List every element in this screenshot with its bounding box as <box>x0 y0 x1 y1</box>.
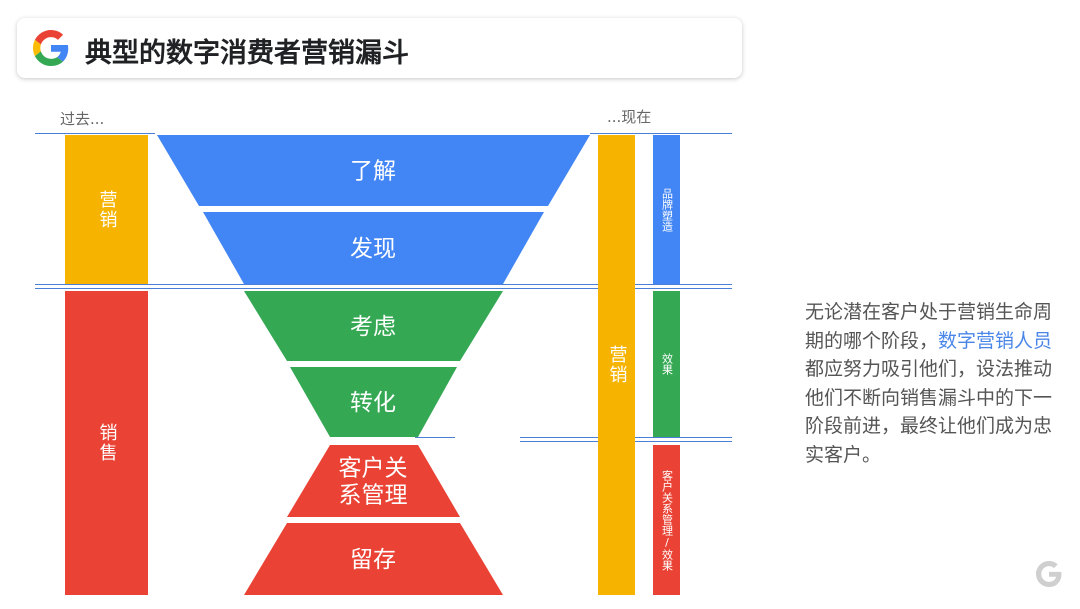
performance-bar: 效果 <box>653 291 680 437</box>
left-sales-bar: 销售 <box>65 291 148 595</box>
funnel-stage-3 <box>244 291 503 361</box>
description-highlight: 数字营销人员 <box>938 329 1053 352</box>
funnel-stage-6 <box>244 523 503 595</box>
funnel-stage-5 <box>287 445 460 517</box>
description-paragraph: 无论潜在客户处于营销生命周期的哪个阶段，数字营销人员都应努力吸引他们，设法推动他… <box>805 298 1067 469</box>
crm-performance-label: 客户关系管理/效果 <box>660 469 674 571</box>
branding-label: 品牌塑造 <box>660 187 674 232</box>
title-card: 典型的数字消费者营销漏斗 <box>17 18 742 78</box>
funnel-stage-4 <box>290 367 457 437</box>
now-label: ...现在 <box>607 108 652 126</box>
funnel-stage-label-6: 留存 <box>350 547 396 573</box>
guide-line <box>35 133 155 134</box>
funnel-stage-label-5: 客户关系管理 <box>339 456 408 509</box>
left-marketing-label: 营销 <box>96 189 118 230</box>
guide-line <box>35 288 732 289</box>
right-marketing-bar: 营销 <box>598 135 635 595</box>
guide-line <box>590 133 732 134</box>
branding-bar: 品牌塑造 <box>653 135 680 284</box>
funnel-stage-label-1: 了解 <box>350 159 396 185</box>
left-sales-label: 销售 <box>96 423 118 463</box>
google-watermark-icon <box>1036 561 1062 587</box>
left-marketing-bar: 营销 <box>65 135 148 284</box>
funnel-stage-label-2: 发现 <box>350 236 396 262</box>
funnel-stage-label-3: 考虑 <box>350 314 396 340</box>
funnel-stage-label-4: 转化 <box>350 390 396 416</box>
page-title: 典型的数字消费者营销漏斗 <box>85 38 409 69</box>
google-logo-icon <box>33 30 69 66</box>
funnel-stage-2 <box>203 212 544 284</box>
guide-line <box>35 284 732 285</box>
guide-line <box>415 437 455 438</box>
crm-performance-bar: 客户关系管理/效果 <box>653 445 680 595</box>
description-part-2: 都应努力吸引他们，设法推动他们不断向销售漏斗中的下一阶段前进，最终让他们成为忠实… <box>805 358 1053 466</box>
performance-label: 效果 <box>660 353 674 375</box>
past-label: 过去... <box>60 110 105 128</box>
description-part-1: 无论潜在客户处于营销生命周期的哪个阶段， <box>805 301 1053 352</box>
funnel-stage-1 <box>157 135 590 206</box>
right-marketing-label: 营销 <box>606 345 628 385</box>
